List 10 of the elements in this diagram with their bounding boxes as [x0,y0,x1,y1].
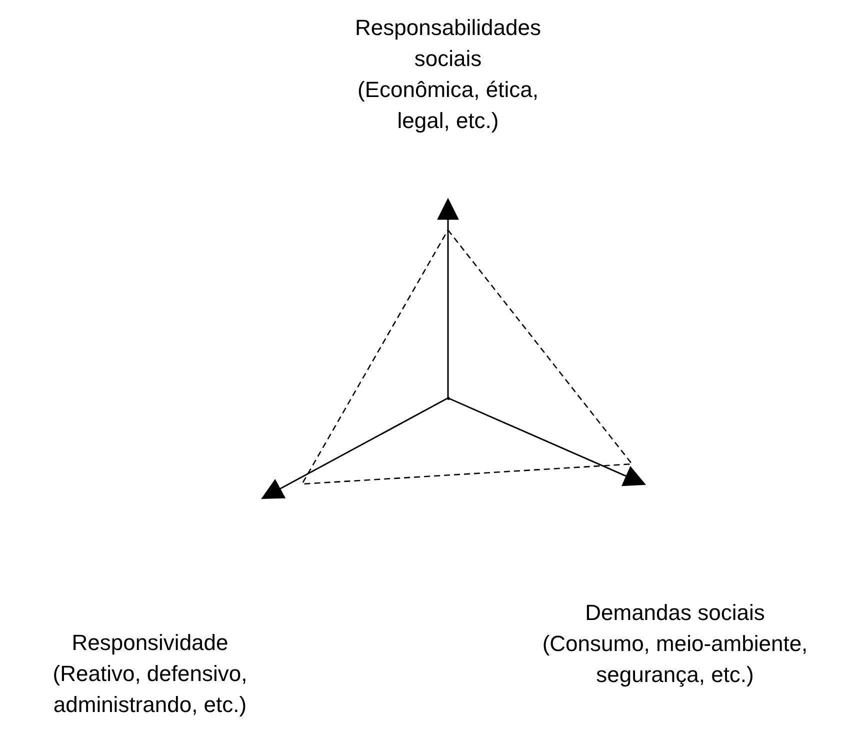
heading-text: Demandas sociais [584,599,766,627]
heading-text: Responsividade [70,629,230,657]
description-text: (Reativo, defensivo, administrando, etc.) [52,660,248,719]
description-text: (Econômica, ética, legal, etc.) [356,76,540,135]
axis-arrow [448,397,646,486]
axis-arrow [261,397,448,500]
heading-text: Responsabilidades sociais [354,14,542,73]
axis-origin-point [446,396,450,400]
axis-arrow [437,198,459,398]
description-text: (Consumo, meio-ambiente, segurança, etc.) [541,630,809,689]
